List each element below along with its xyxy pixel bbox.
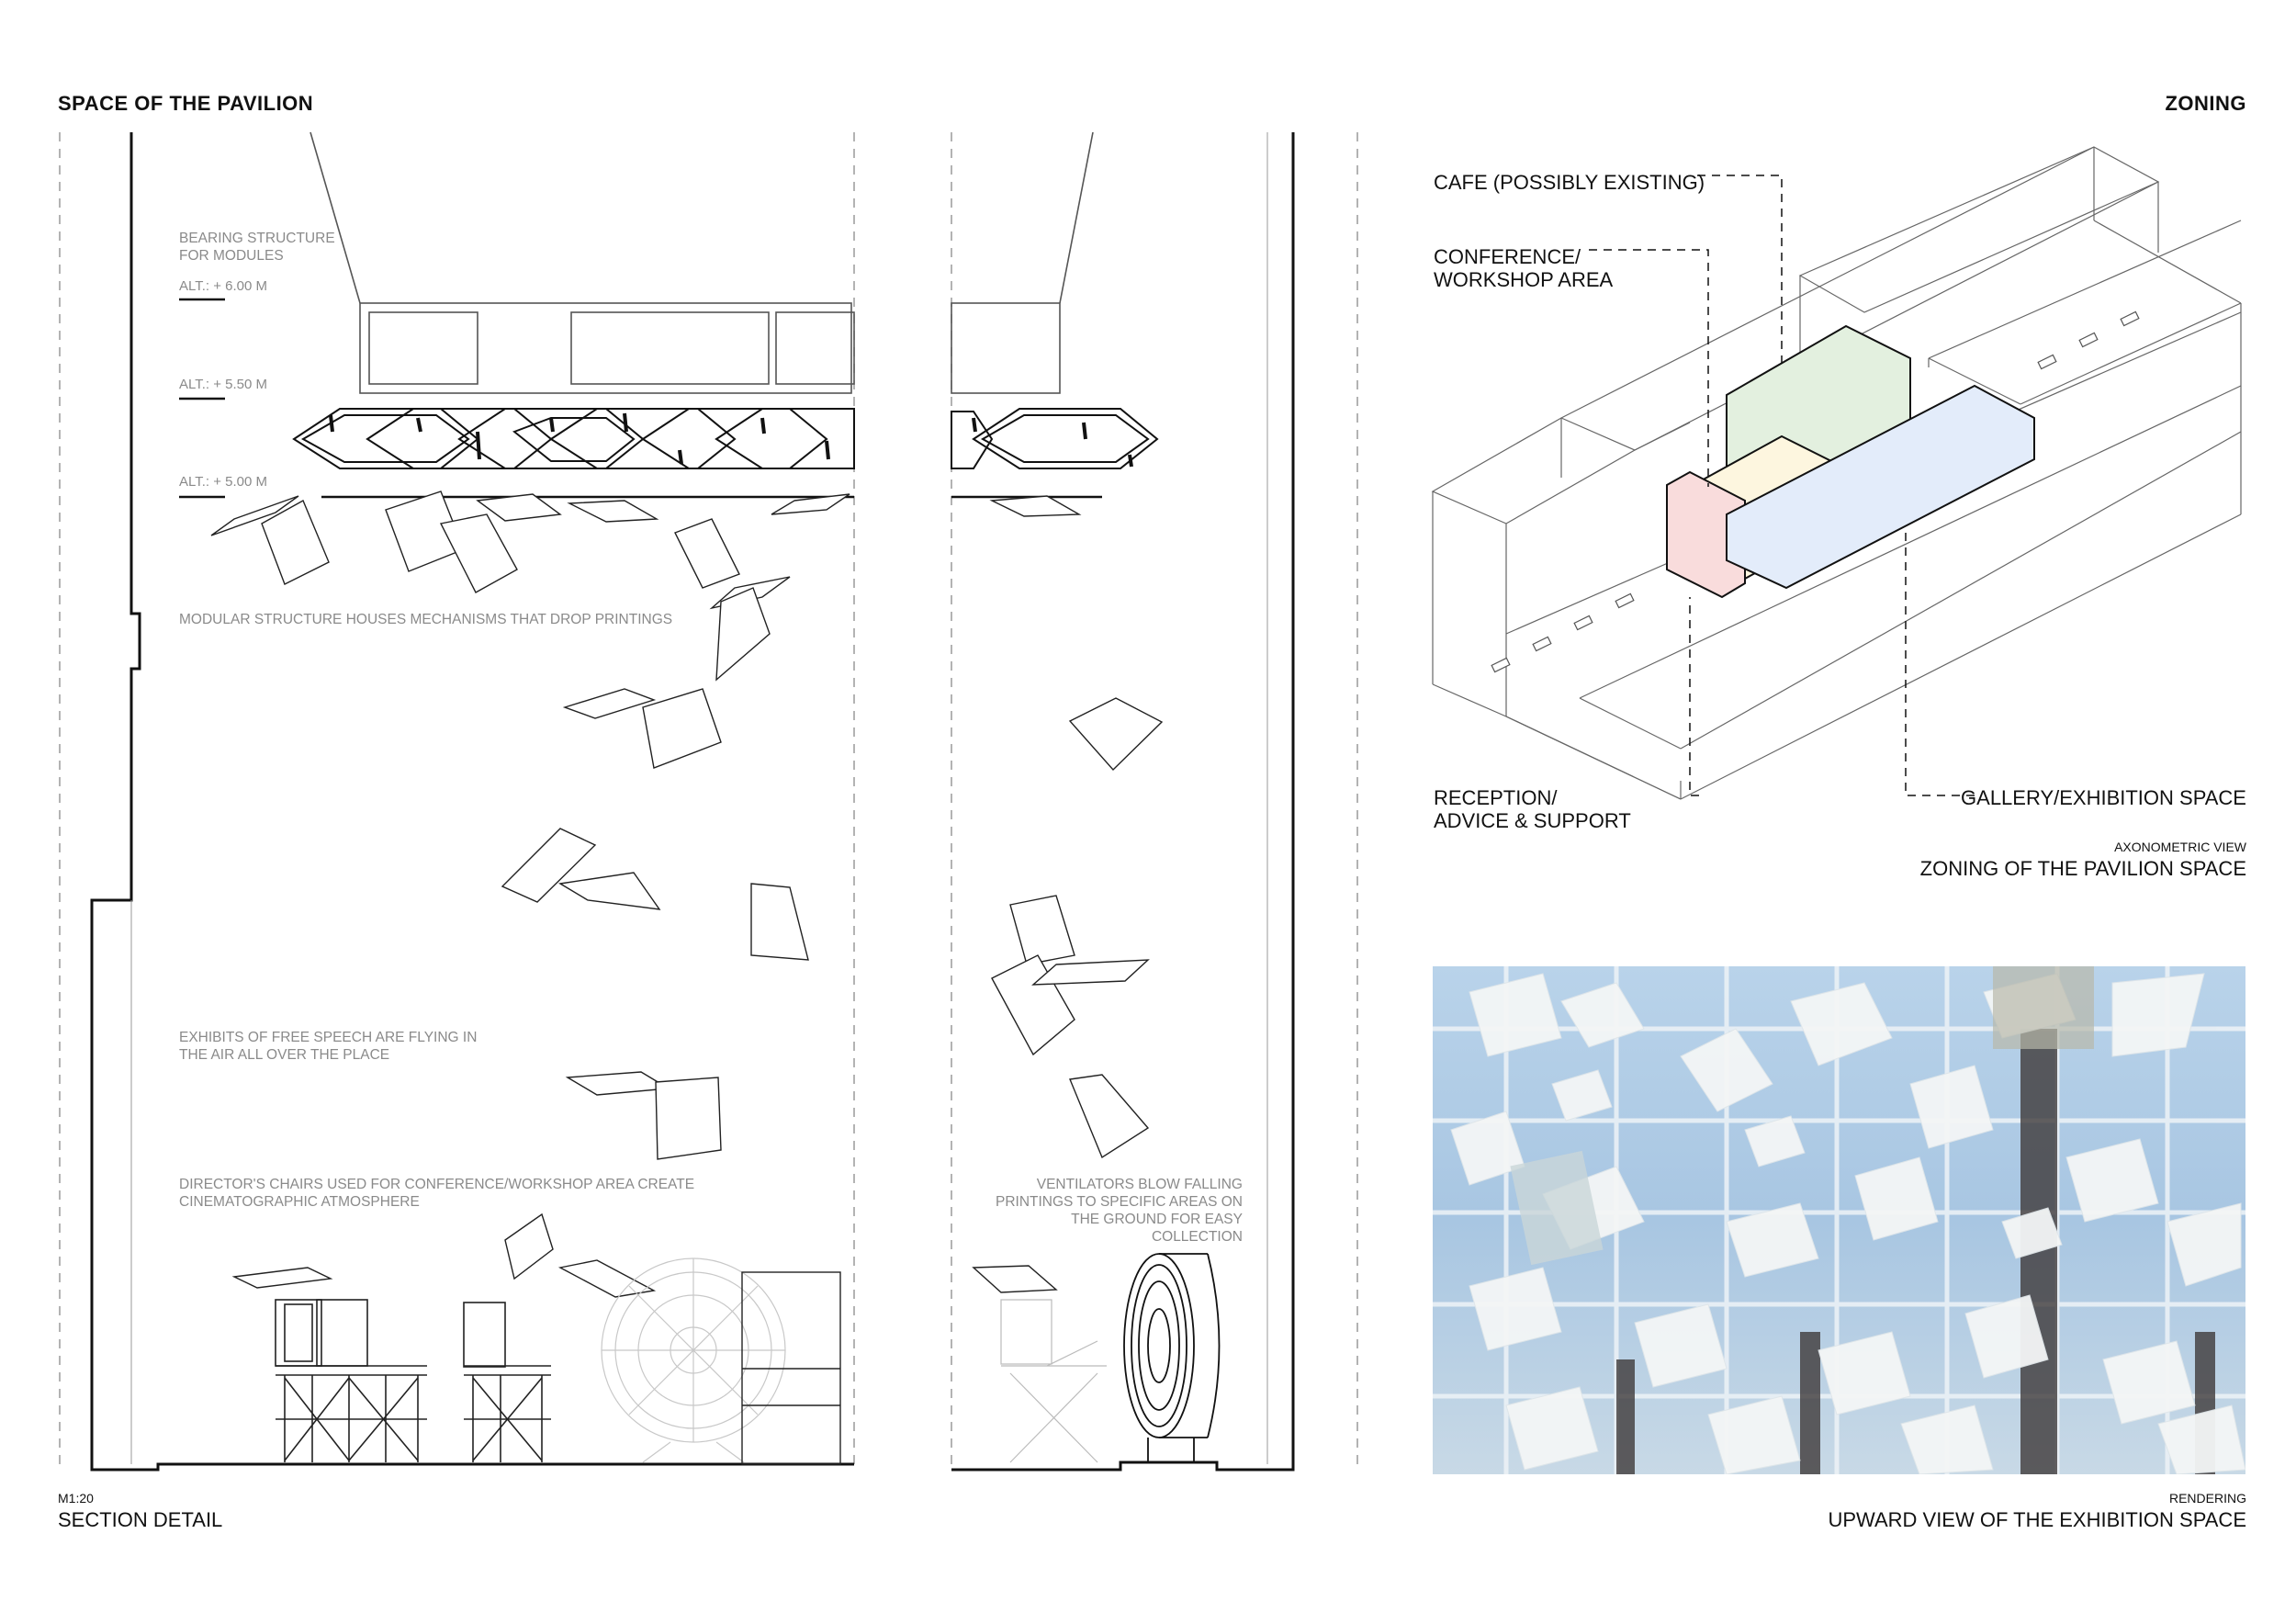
altitude-5-50: ALT.: + 5.50 M	[179, 377, 268, 392]
module-joints	[329, 412, 1133, 468]
directors-chair-faint	[1000, 1299, 1107, 1463]
zone-boxes	[1666, 324, 2035, 599]
zone-reception	[1666, 470, 1746, 599]
note-modular-structure: MODULAR STRUCTURE HOUSES MECHANISMS THAT…	[179, 612, 673, 627]
axonometric-view-label: AXONOMETRIC VIEW	[2114, 840, 2246, 854]
rendering-posters	[1510, 966, 2094, 1266]
label-gallery: GALLERY/EXHIBITION SPACE	[1961, 786, 2246, 809]
bearing-structure	[310, 131, 1094, 394]
floor-slots	[1491, 310, 2140, 673]
altitude-6-00: ALT.: + 6.00 M	[179, 278, 268, 294]
right-sheet-title: ZONING	[2165, 92, 2246, 115]
label-conference: CONFERENCE/WORKSHOP AREA	[1434, 245, 1614, 291]
altitude-5-00: ALT.: + 5.00 M	[179, 474, 268, 490]
zone-leader-lines	[1589, 175, 1975, 796]
rendering-type-label: RENDERING	[2168, 1491, 2246, 1506]
zoning-caption: ZONING OF THE PAVILION SPACE	[1919, 857, 2246, 880]
label-cafe: CAFE (POSSIBLY EXISTING)	[1434, 171, 1705, 194]
note-directors-chairs: DIRECTOR'S CHAIRS USED FOR CONFERENCE/WO…	[179, 1177, 695, 1210]
ventilator	[1123, 1253, 1221, 1462]
cabinet	[741, 1271, 841, 1465]
ventilator-faint	[601, 1257, 786, 1463]
altitude-markers	[179, 298, 1102, 499]
rendering-sheets	[1450, 973, 2245, 1474]
label-reception: RECEPTION/ADVICE & SUPPORT	[1434, 786, 1631, 832]
left-sheet-title: SPACE OF THE PAVILION	[58, 92, 314, 115]
directors-chairs	[275, 1299, 551, 1462]
rendering-caption: UPWARD VIEW OF THE EXHIBITION SPACE	[1828, 1508, 2246, 1531]
section-caption: SECTION DETAIL	[58, 1508, 223, 1531]
section-guide-lines	[59, 132, 1358, 1470]
section-scale: M1:20	[58, 1491, 94, 1506]
flying-printings	[210, 491, 1164, 1298]
zone-gallery	[1726, 384, 2035, 590]
